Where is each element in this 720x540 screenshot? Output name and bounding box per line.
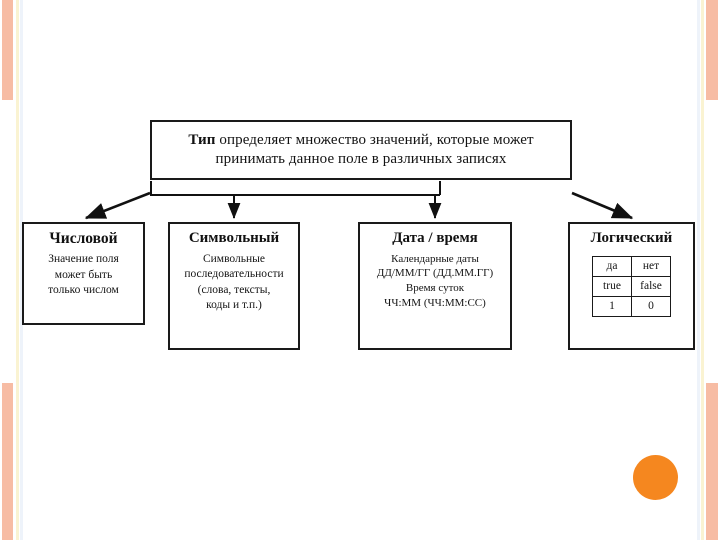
type-line: ДД/ММ/ГГ (ДД.ММ.ГГ) [376,267,494,280]
table-cell: 1 [592,295,632,317]
type-title-bool: Логический [590,230,673,246]
table-cell: да [592,255,632,277]
connector-trunk [150,181,440,196]
left-border-bar-bottom [2,383,13,540]
left-border-line-blue [20,0,23,540]
type-line: Символьные [202,252,265,265]
type-title-numeric: Числовой [49,230,118,247]
type-line: Время суток [405,282,465,295]
table-row: да нет [592,255,671,277]
type-line: последовательности [184,268,284,281]
table-cell: true [592,275,632,297]
type-line: (слова, тексты, [197,283,271,296]
type-line: Значение поля [48,253,119,266]
right-border-bar-top [706,0,718,100]
right-border-line-blue [697,0,700,540]
type-line: коды и т.п.) [206,299,262,312]
boolean-truth-table: да нет true false 1 0 [592,255,671,317]
type-title-date: Дата / время [392,230,478,246]
table-row: 1 0 [592,295,671,317]
table-cell: 0 [631,295,671,317]
arrow-to-numeric [84,191,151,220]
type-title-char: Символьный [188,230,280,246]
header-statement-text: Тип определяет множество значений, котор… [152,131,570,169]
header-remainder: определяет множество значений, которые м… [215,131,534,167]
table-cell: нет [631,255,671,277]
type-line: только числом [48,284,119,297]
type-body-numeric: Значение поля может быть только числом [48,252,119,299]
orange-accent-circle [633,455,678,500]
type-body-char: Символьные последовательности (слова, те… [184,252,283,315]
type-box-date: Дата / время Календарные даты ДД/ММ/ГГ (… [358,222,512,350]
type-line: ЧЧ:ММ (ЧЧ:ММ:СС) [384,297,486,310]
type-body-date: Календарные даты ДД/ММ/ГГ (ДД.ММ.ГГ) Вре… [377,252,493,312]
table-row: true false [592,275,671,297]
connector-arrows [84,181,634,220]
header-statement-box: Тип определяет множество значений, котор… [150,120,572,180]
type-line: может быть [54,268,113,281]
type-box-char: Символьный Символьные последовательности… [168,222,300,350]
right-border-line-yellow [701,0,704,540]
arrow-to-bool [571,191,634,220]
header-keyword: Тип [188,131,216,148]
table-cell: false [631,275,671,297]
type-box-bool: Логический да нет true false 1 0 [568,222,695,350]
left-border-line-yellow [16,0,19,540]
type-line: Календарные даты [391,252,479,265]
type-box-numeric: Числовой Значение поля может быть только… [22,222,145,325]
right-border-bar-bottom [706,383,718,540]
left-border-bar-top [2,0,13,100]
